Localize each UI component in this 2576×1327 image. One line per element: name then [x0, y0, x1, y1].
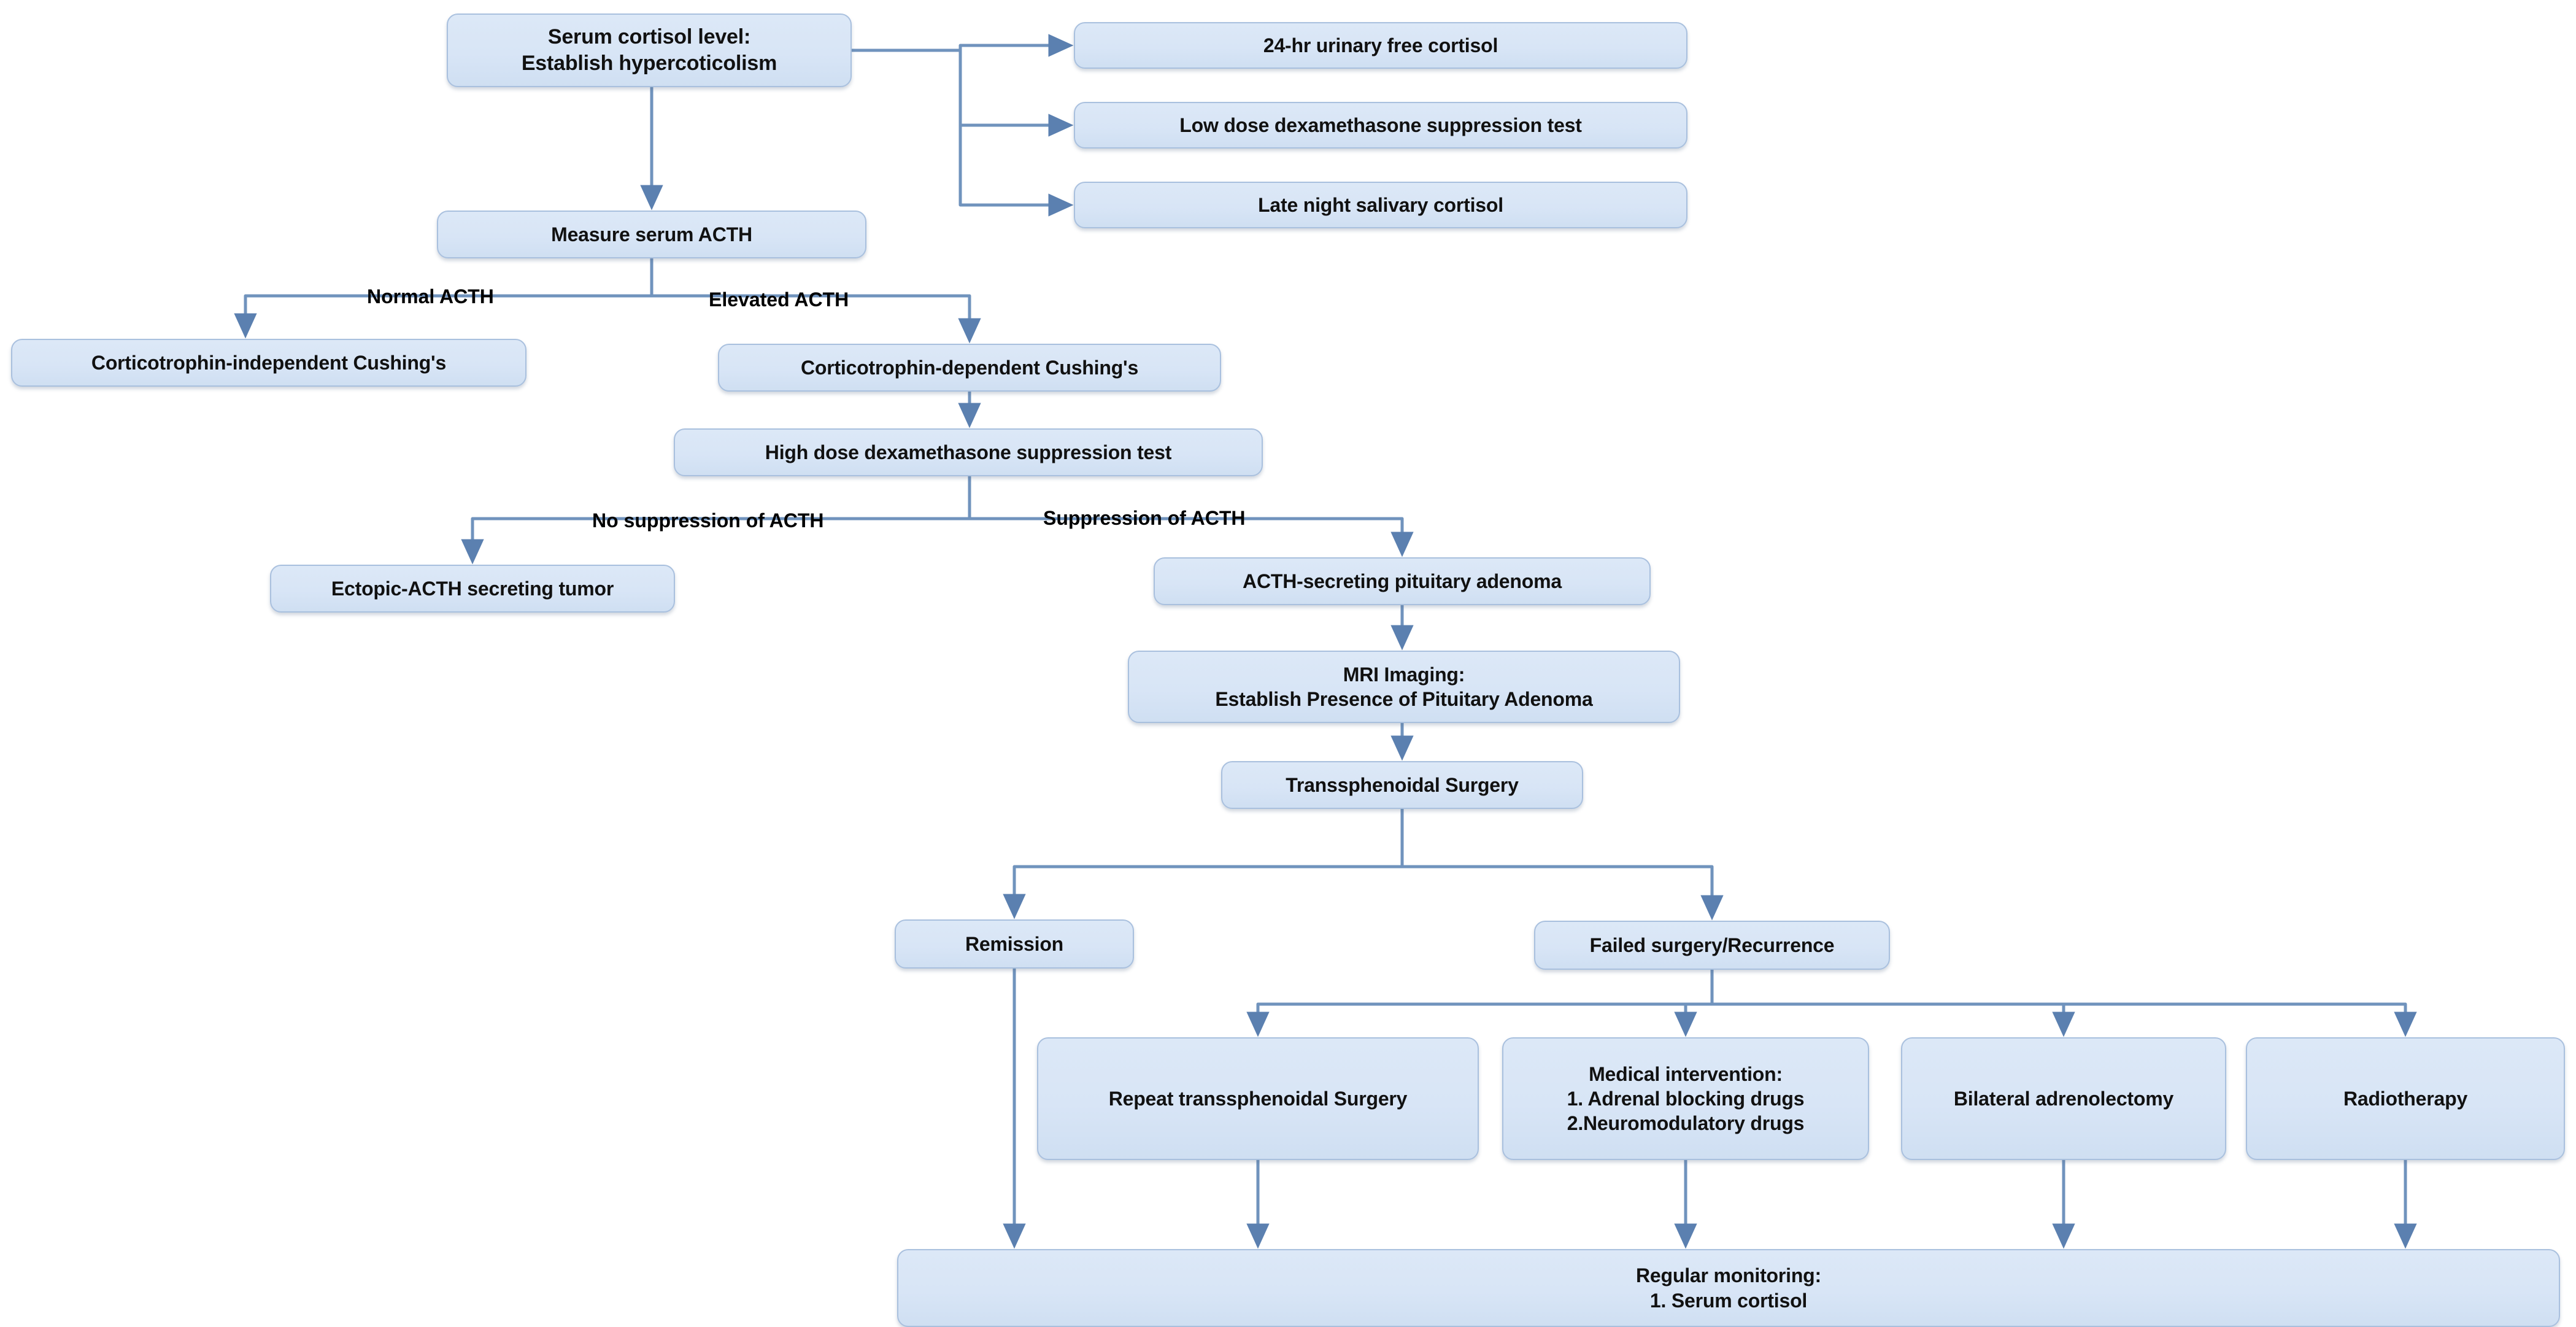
node-corticotrophin-independent-cushings[interactable]: Corticotrophin-independent Cushing's	[11, 339, 526, 387]
node-regular-monitoring[interactable]: Regular monitoring: 1. Serum cortisol	[897, 1249, 2560, 1327]
node-failed-surgery-recurrence[interactable]: Failed surgery/Recurrence	[1534, 921, 1890, 970]
edge-surgery-to-failed	[1400, 807, 1724, 921]
node-ectopic-acth-secreting-tumor[interactable]: Ectopic-ACTH secreting tumor	[270, 565, 675, 613]
edge-failed-to-radiotherapy	[1710, 968, 2417, 1037]
edge-surgery-to-remission	[1003, 807, 1404, 919]
edge-label-no-suppression-of-acth: No suppression of ACTH	[592, 509, 824, 532]
edge-failed-to-medical	[1674, 968, 1714, 1037]
edge-label-normal-acth: Normal ACTH	[367, 285, 494, 308]
edge-label-elevated-acth: Elevated ACTH	[709, 288, 849, 311]
edge-serum-to-salivary	[850, 48, 1074, 217]
node-mri-imaging[interactable]: MRI Imaging: Establish Presence of Pitui…	[1128, 651, 1680, 723]
edge-serum-to-urinary	[850, 34, 1074, 57]
node-repeat-transsphenoidal-surgery[interactable]: Repeat transsphenoidal Surgery	[1037, 1037, 1479, 1160]
node-radiotherapy[interactable]: Radiotherapy	[2246, 1037, 2565, 1160]
node-bilateral-adrenolectomy[interactable]: Bilateral adrenolectomy	[1901, 1037, 2226, 1160]
node-corticotrophin-dependent-cushings[interactable]: Corticotrophin-dependent Cushing's	[718, 344, 1221, 392]
node-medical-intervention[interactable]: Medical intervention: 1. Adrenal blockin…	[1502, 1037, 1869, 1160]
edge-failed-to-repeat	[1246, 968, 1714, 1037]
node-high-dose-dexamethasone-test[interactable]: High dose dexamethasone suppression test	[674, 428, 1263, 476]
node-remission[interactable]: Remission	[895, 919, 1134, 969]
edge-failed-to-adrenolectomy	[1710, 968, 2075, 1037]
node-serum-cortisol[interactable]: Serum cortisol level: Establish hypercot…	[447, 14, 852, 87]
node-low-dose-dexamethasone-test[interactable]: Low dose dexamethasone suppression test	[1074, 102, 1687, 149]
edge-label-suppression-of-acth: Suppression of ACTH	[1043, 507, 1246, 529]
node-acth-secreting-pituitary-adenoma[interactable]: ACTH-secreting pituitary adenoma	[1154, 557, 1651, 605]
edge-serum-to-lowdose	[850, 48, 1074, 137]
node-measure-serum-acth[interactable]: Measure serum ACTH	[437, 211, 866, 258]
node-urinary-free-cortisol[interactable]: 24-hr urinary free cortisol	[1074, 22, 1687, 69]
node-transsphenoidal-surgery[interactable]: Transsphenoidal Surgery	[1221, 761, 1583, 809]
node-late-night-salivary-cortisol[interactable]: Late night salivary cortisol	[1074, 182, 1687, 228]
